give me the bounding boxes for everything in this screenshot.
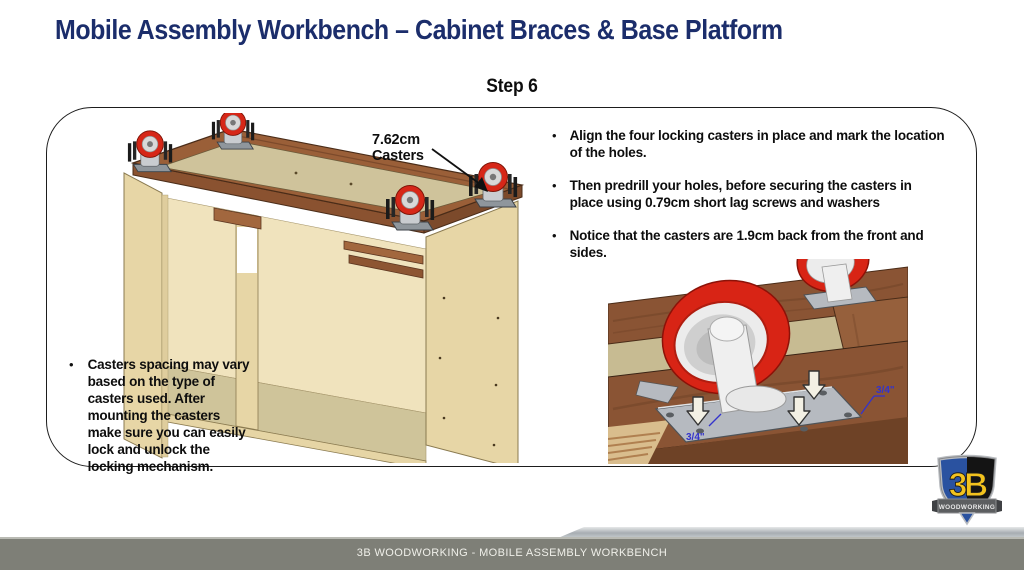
bullet-marker xyxy=(552,127,557,161)
caster-partial xyxy=(796,259,877,310)
arrow-markers xyxy=(686,370,826,426)
instruction-text: Align the four locking casters in place … xyxy=(569,128,945,160)
caster-main xyxy=(635,279,791,414)
cabinet-brace xyxy=(348,254,424,279)
logo-monogram: 3B xyxy=(949,466,987,503)
label-arrow xyxy=(431,148,488,192)
logo-shield-tip xyxy=(958,512,976,526)
caster-size-label: 7.62cm Casters xyxy=(372,132,424,164)
instruction-list: Align the four locking casters in place … xyxy=(552,127,946,261)
list-item: Then predrill your holes, before securin… xyxy=(552,177,946,211)
instruction-text: Notice that the casters are 1.9cm back f… xyxy=(569,228,924,260)
caster-size-line2: Casters xyxy=(372,148,424,165)
bullet-marker xyxy=(69,356,74,475)
page-title: Mobile Assembly Workbench – Cabinet Brac… xyxy=(55,14,783,45)
company-logo: 3B WOODWORKING xyxy=(932,454,1002,526)
note-text: Casters spacing may vary based on the ty… xyxy=(87,357,250,474)
caster-size-line1: 7.62cm xyxy=(372,132,420,148)
list-item: Notice that the casters are 1.9cm back f… xyxy=(552,227,946,261)
dimension-annotations xyxy=(708,395,885,427)
content-box: 7.62cm Casters Align the four locking ca… xyxy=(46,107,977,474)
footer-accent-strip xyxy=(558,527,1024,538)
footer-text: 3B WOODWORKING - MOBILE ASSEMBLY WORKBEN… xyxy=(356,547,668,559)
step-heading: Step 6 xyxy=(486,76,538,97)
logo-banner-text: WOODWORKING xyxy=(939,504,996,511)
bullet-marker xyxy=(552,227,557,261)
cabinet-brace xyxy=(343,240,424,265)
bullet-marker xyxy=(552,177,557,211)
list-item: Align the four locking casters in place … xyxy=(552,127,946,161)
caster-closeup-image: 3/4" 3/4" xyxy=(608,259,908,464)
dimension-label-front: 3/4" xyxy=(686,432,705,443)
footer-bar: 3B WOODWORKING - MOBILE ASSEMBLY WORKBEN… xyxy=(0,537,1024,570)
cabinet-brace xyxy=(213,207,262,230)
caster-spacing-note: Casters spacing may vary based on the ty… xyxy=(69,356,250,475)
instruction-text: Then predrill your holes, before securin… xyxy=(569,178,912,210)
logo-banner: WOODWORKING xyxy=(932,498,1002,514)
workbench-illustration xyxy=(123,113,525,463)
dimension-label-side: 3/4" xyxy=(876,385,895,396)
